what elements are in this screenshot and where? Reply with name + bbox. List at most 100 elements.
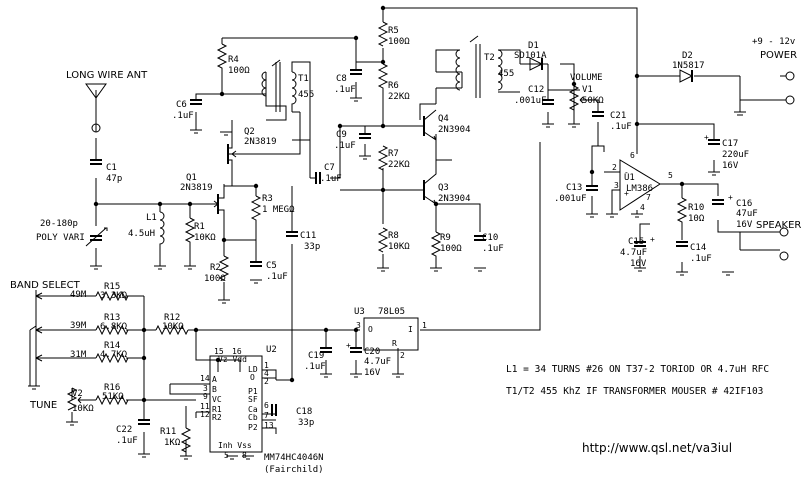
poly-vari-range-label: 20-180p — [40, 219, 78, 229]
u2-pin-p1: P1 — [248, 387, 258, 396]
u2-pin-vc: VC — [212, 395, 222, 404]
r6-value: 22KΩ — [388, 92, 410, 102]
c22-label: C22 — [116, 425, 132, 435]
terminals — [734, 71, 795, 261]
c20-plus: + — [346, 341, 351, 350]
r12-value: 10KΩ — [162, 322, 184, 332]
r15-value: 3.3KΩ — [100, 291, 128, 301]
u2-pin12: 12 — [200, 410, 210, 419]
note-t1t2: T1/T2 455 KhZ IF TRANSFORMER MOUSER # 42… — [506, 386, 763, 397]
q3-label: Q3 — [438, 183, 449, 193]
r2-label: R2 — [210, 263, 221, 273]
u1-minus: - — [624, 168, 629, 177]
u3-body — [363, 317, 419, 351]
c11-value: 33p — [304, 242, 320, 252]
u2-pin-sf: SF — [248, 395, 258, 404]
u2-pin-ca: Ca — [248, 405, 258, 414]
d2-value: 1N5817 — [672, 61, 705, 71]
r13-label: R13 — [104, 313, 120, 323]
c19-label: C19 — [308, 351, 324, 361]
c19-value: .1uF — [304, 362, 326, 372]
c14-value: .1uF — [690, 254, 712, 264]
r4-label: R4 — [228, 55, 239, 65]
c5-label: C5 — [266, 261, 277, 271]
c18-label: C18 — [296, 407, 312, 417]
q2-label: Q2 — [244, 127, 255, 137]
c7-value: .1uF — [320, 174, 342, 184]
power-range-label: +9 - 12v — [752, 37, 795, 47]
r4-value: 100Ω — [228, 66, 250, 76]
c17-plus: + — [704, 133, 709, 142]
u1-value: LM386 — [626, 184, 653, 194]
u2-inh-vss: Inh Vss — [218, 441, 252, 450]
c13-value: .001uF — [554, 194, 587, 204]
u2-pin6: 6 — [264, 401, 269, 410]
u2-pin15: 15 — [214, 347, 224, 356]
u2-pin-cb: Cb — [248, 413, 258, 422]
v2-value: 10KΩ — [72, 404, 94, 414]
u2-value: MM74HC4046N — [264, 453, 324, 463]
u3-pin2: 2 — [400, 351, 405, 360]
source-url: http://www.qsl.net/va3iul — [582, 441, 732, 455]
c22-value: .1uF — [116, 436, 138, 446]
r1-label: R1 — [194, 222, 205, 232]
u2-pin-p2: P2 — [248, 423, 258, 432]
c20-voltage: 16V — [364, 368, 381, 378]
r13-value: 6.8KΩ — [100, 322, 128, 332]
u1-plus: + — [624, 189, 629, 198]
note-l1: L1 = 34 TURNS #26 ON T37-2 TORIOD OR 4.7… — [506, 364, 769, 375]
r9-label: R9 — [440, 233, 451, 243]
u3-pin-r: R — [392, 339, 397, 348]
v1-label: V1 — [582, 85, 593, 95]
u2-pin-b: B — [212, 385, 217, 394]
capacitors — [90, 69, 724, 425]
c11-label: C11 — [300, 231, 316, 241]
r3-value: 1 MEGΩ — [262, 205, 295, 215]
c7-label: C7 — [324, 163, 335, 173]
u1-pin7: 7 — [646, 193, 651, 202]
u2-pin7: 7 — [264, 411, 269, 420]
r7-value: 22KΩ — [388, 160, 410, 170]
u2-pin-r2: R2 — [212, 413, 222, 422]
r11-label: R11 — [160, 427, 176, 437]
d1-value: SD101A — [514, 51, 547, 61]
r11-value: 1KΩ — [164, 438, 181, 448]
q3-value: 2N3904 — [438, 194, 471, 204]
antenna-symbol — [85, 83, 107, 133]
r8-label: R8 — [388, 231, 399, 241]
t2-label: T2 — [484, 53, 495, 63]
c20-label: C20 — [364, 347, 380, 357]
r15-label: R15 — [104, 282, 120, 292]
u3-pin-i: I — [408, 325, 413, 334]
u1-pin5: 5 — [668, 171, 673, 180]
ground-symbols — [28, 97, 734, 460]
c17-voltage: 16V — [722, 161, 739, 171]
r6-label: R6 — [388, 81, 399, 91]
c16-voltage: 16V — [736, 220, 753, 230]
c8-label: C8 — [336, 74, 347, 84]
c16-value: 47uF — [736, 209, 758, 219]
d2-label: D2 — [682, 51, 693, 61]
variable-cap-arrow — [85, 227, 108, 247]
c8-value: .1uF — [334, 85, 356, 95]
u1-pin3: 3 — [614, 181, 619, 190]
u2-pin1: 1 — [264, 361, 269, 370]
inductors — [159, 35, 503, 248]
c10-value: .1uF — [482, 244, 504, 254]
r7-label: R7 — [388, 149, 399, 159]
u3-label: U3 — [354, 307, 365, 317]
u3-pin3: 3 — [356, 321, 361, 330]
u3-value: 78L05 — [378, 307, 405, 317]
r16-value: 51KΩ — [102, 392, 124, 402]
c13-label: C13 — [566, 183, 582, 193]
c9-label: C9 — [336, 130, 347, 140]
c15-value: 4.7uF — [620, 248, 647, 258]
u2-pin16: 16 — [232, 347, 242, 356]
q2-value: 2N3819 — [244, 137, 277, 147]
c17-value: 220uF — [722, 150, 749, 160]
u1-pin2: 2 — [612, 163, 617, 172]
r5-value: 100Ω — [388, 37, 410, 47]
junctions — [93, 5, 685, 403]
r14-value: 4.7KΩ — [100, 350, 128, 360]
